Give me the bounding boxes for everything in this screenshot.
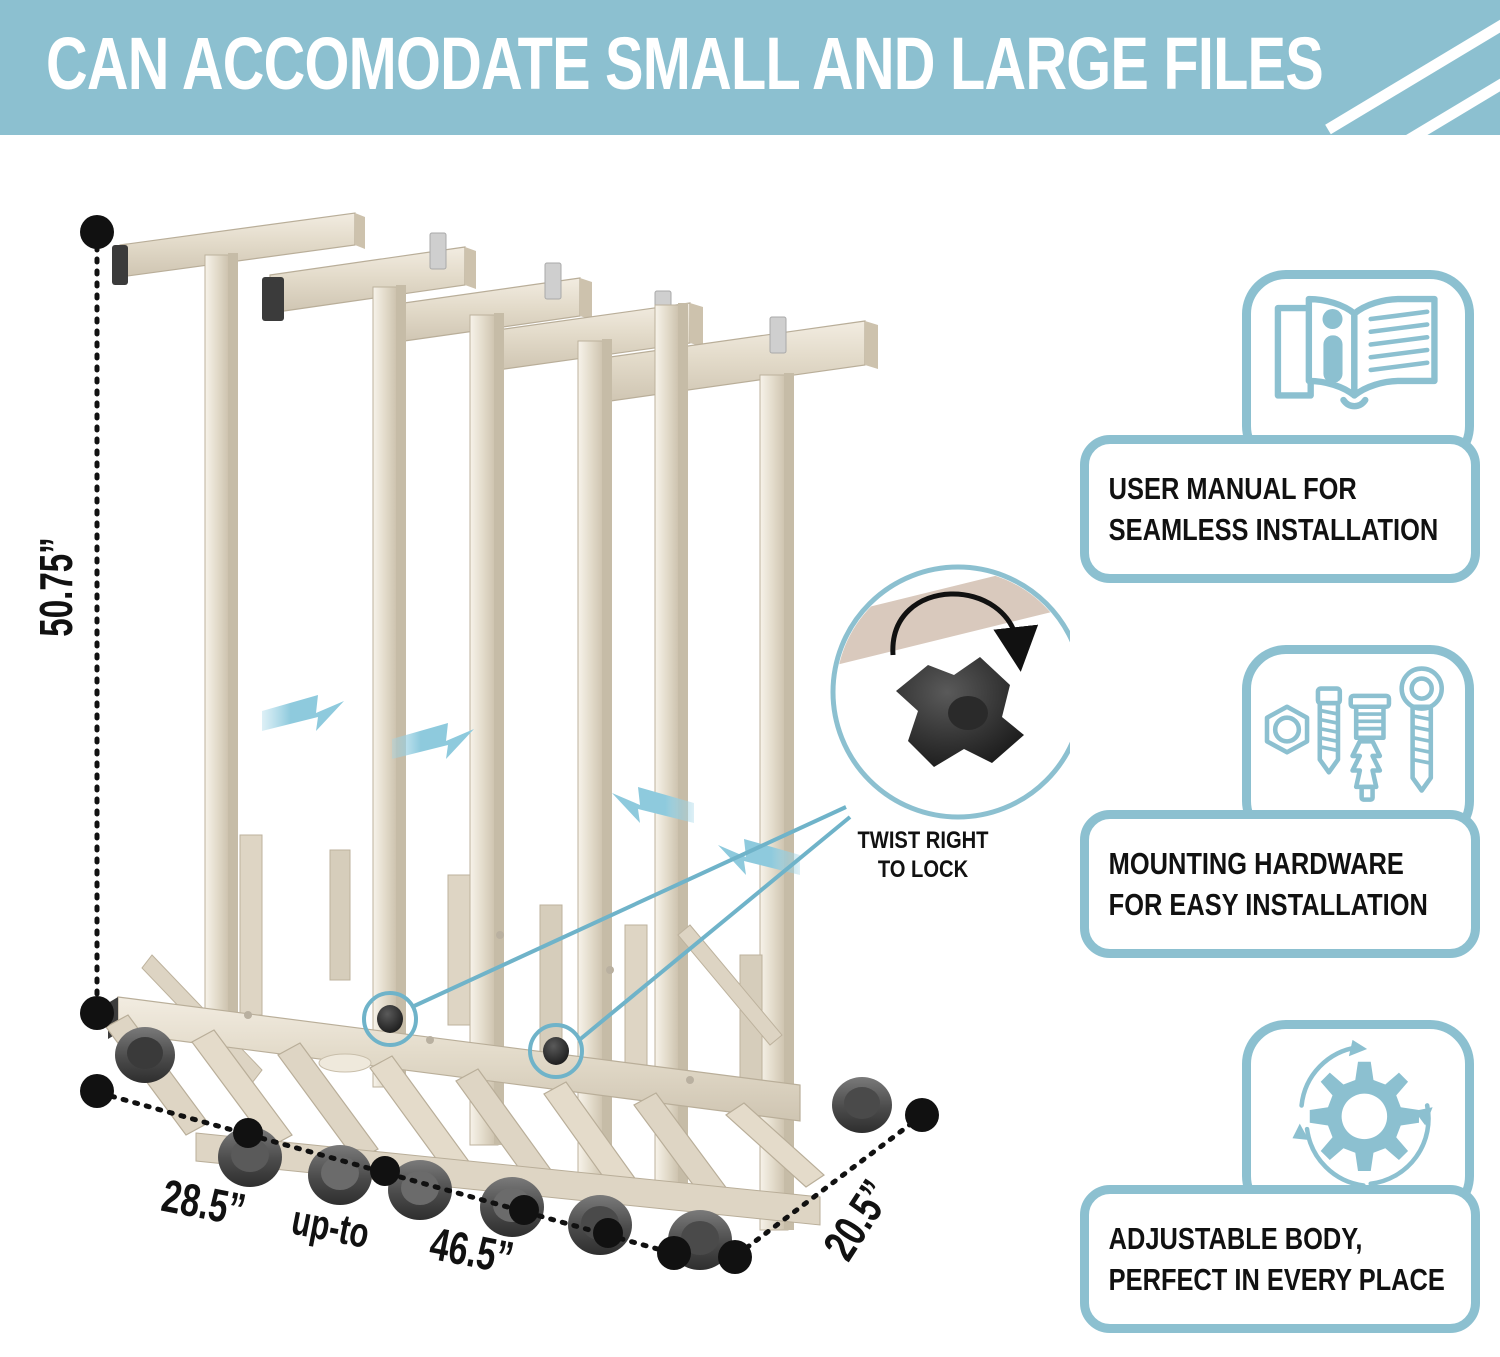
dimension-height-label: 50.75” [30,537,82,637]
feature-line2: SEAMLESS INSTALLATION [1108,512,1439,547]
twist-lock-caption-line2: TO LOCK [877,856,969,883]
feature-line2: PERFECT IN EVERY PLACE [1108,1262,1445,1297]
page-title: CAN ACCOMODATE SMALL AND LARGE FILES [46,22,1324,105]
feature-line1: MOUNTING HARDWARE [1108,846,1404,881]
motion-arrow-icon [262,695,800,875]
feature-text: ADJUSTABLE BODY, PERFECT IN EVERY PLACE [1089,1218,1445,1300]
feature-mounting-hardware: MOUNTING HARDWARE FOR EASY INSTALLATION [1080,645,1490,975]
knob-highlight [362,805,852,1079]
feature-text-box: USER MANUAL FOR SEAMLESS INSTALLATION [1080,435,1480,583]
header-stripe-icon [1325,0,1500,135]
gear-rotation-icon [1292,1039,1433,1188]
mounting-hardware-icon [1264,666,1444,802]
feature-adjustable-body: ADJUSTABLE BODY, PERFECT IN EVERY PLACE [1080,1020,1490,1350]
feature-line2: FOR EASY INSTALLATION [1108,887,1428,922]
header-banner: CAN ACCOMODATE SMALL AND LARGE FILES [0,0,1500,135]
feature-text-box: ADJUSTABLE BODY, PERFECT IN EVERY PLACE [1080,1185,1480,1333]
twist-lock-caption: TWIST RIGHT TO LOCK [843,826,1003,884]
feature-text: MOUNTING HARDWARE FOR EASY INSTALLATION [1089,843,1428,925]
product-illustration [0,135,1070,1357]
feature-text-box: MOUNTING HARDWARE FOR EASY INSTALLATION [1080,810,1480,958]
feature-icon-box [1242,1020,1474,1220]
rack-posts [141,253,794,1231]
feature-text: USER MANUAL FOR SEAMLESS INSTALLATION [1089,468,1439,550]
dimension-lines [80,215,939,1274]
twist-lock-callout [830,564,1070,820]
twist-lock-caption-line1: TWIST RIGHT [857,827,989,854]
feature-line1: USER MANUAL FOR [1108,471,1357,506]
feature-user-manual: USER MANUAL FOR SEAMLESS INSTALLATION [1080,270,1490,600]
open-book-info-icon [1274,295,1438,410]
feature-panel: USER MANUAL FOR SEAMLESS INSTALLATION [1080,270,1490,1350]
feature-line1: ADJUSTABLE BODY, [1108,1221,1363,1256]
rack-base-frame [105,931,825,1226]
product-rack-drawing [80,212,1070,1274]
